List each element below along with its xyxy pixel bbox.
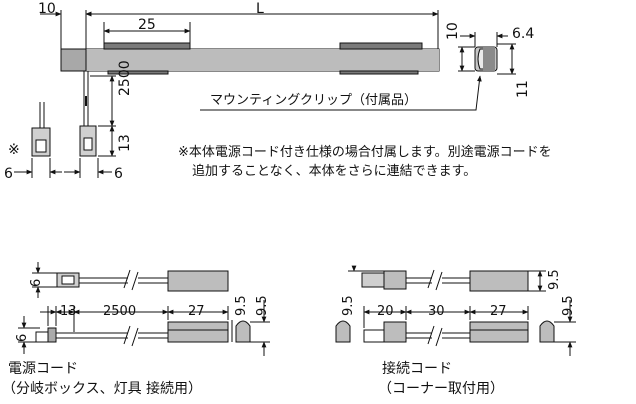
note-line-2: 追加することなく、本体をさらに連結できます。: [192, 164, 477, 179]
dim-25-label: 25: [138, 17, 156, 33]
conn-dim-30: 30: [428, 304, 445, 319]
side-10-label: 10: [445, 22, 461, 40]
conn-dim-9-5b: 9.5: [547, 269, 562, 290]
asterisk-mark: ※: [8, 142, 20, 158]
dim-10-label: 10: [38, 1, 56, 17]
connection-cord-sublabel: （コーナー取付用）: [378, 381, 504, 397]
power-dim-6b: 6: [15, 333, 30, 342]
conn-dim-9-5c: 9.5: [561, 295, 576, 316]
power-cord-label: 電源コード: [8, 361, 78, 377]
dim-13-label: 13: [117, 134, 133, 152]
dim-6-left-label: 6: [4, 166, 13, 182]
side-profile: [474, 46, 498, 72]
power-dim-9-5a: 9.5: [234, 295, 249, 316]
power-dim-13: 13: [60, 304, 77, 319]
dim-2500-label: 2500: [117, 60, 133, 96]
conn-dim-9-5a: 9.5: [341, 295, 356, 316]
dim-L-label: L: [256, 1, 264, 17]
power-cord-sublabel: （分岐ボックス、灯具 接続用）: [2, 381, 203, 397]
main-body: [60, 42, 440, 75]
note-line-1: ※本体電源コード付き仕様の場合付属します。別途電源コードを: [178, 145, 552, 160]
conn-dim-20: 20: [377, 304, 394, 319]
dim-6-right-label: 6: [114, 166, 123, 182]
clip-label: マウンティングクリップ（付属品）: [210, 93, 417, 108]
connection-cord-label: 接続コード: [382, 361, 452, 377]
power-dim-6a: 6: [29, 278, 44, 287]
side-11-label: 11: [515, 80, 531, 98]
side-6-4-label: 6.4: [512, 26, 535, 42]
conn-dim-27: 27: [490, 304, 507, 319]
power-dim-2500: 2500: [103, 304, 137, 319]
power-dim-27: 27: [188, 304, 205, 319]
power-dim-9-5b: 9.5: [255, 295, 270, 316]
